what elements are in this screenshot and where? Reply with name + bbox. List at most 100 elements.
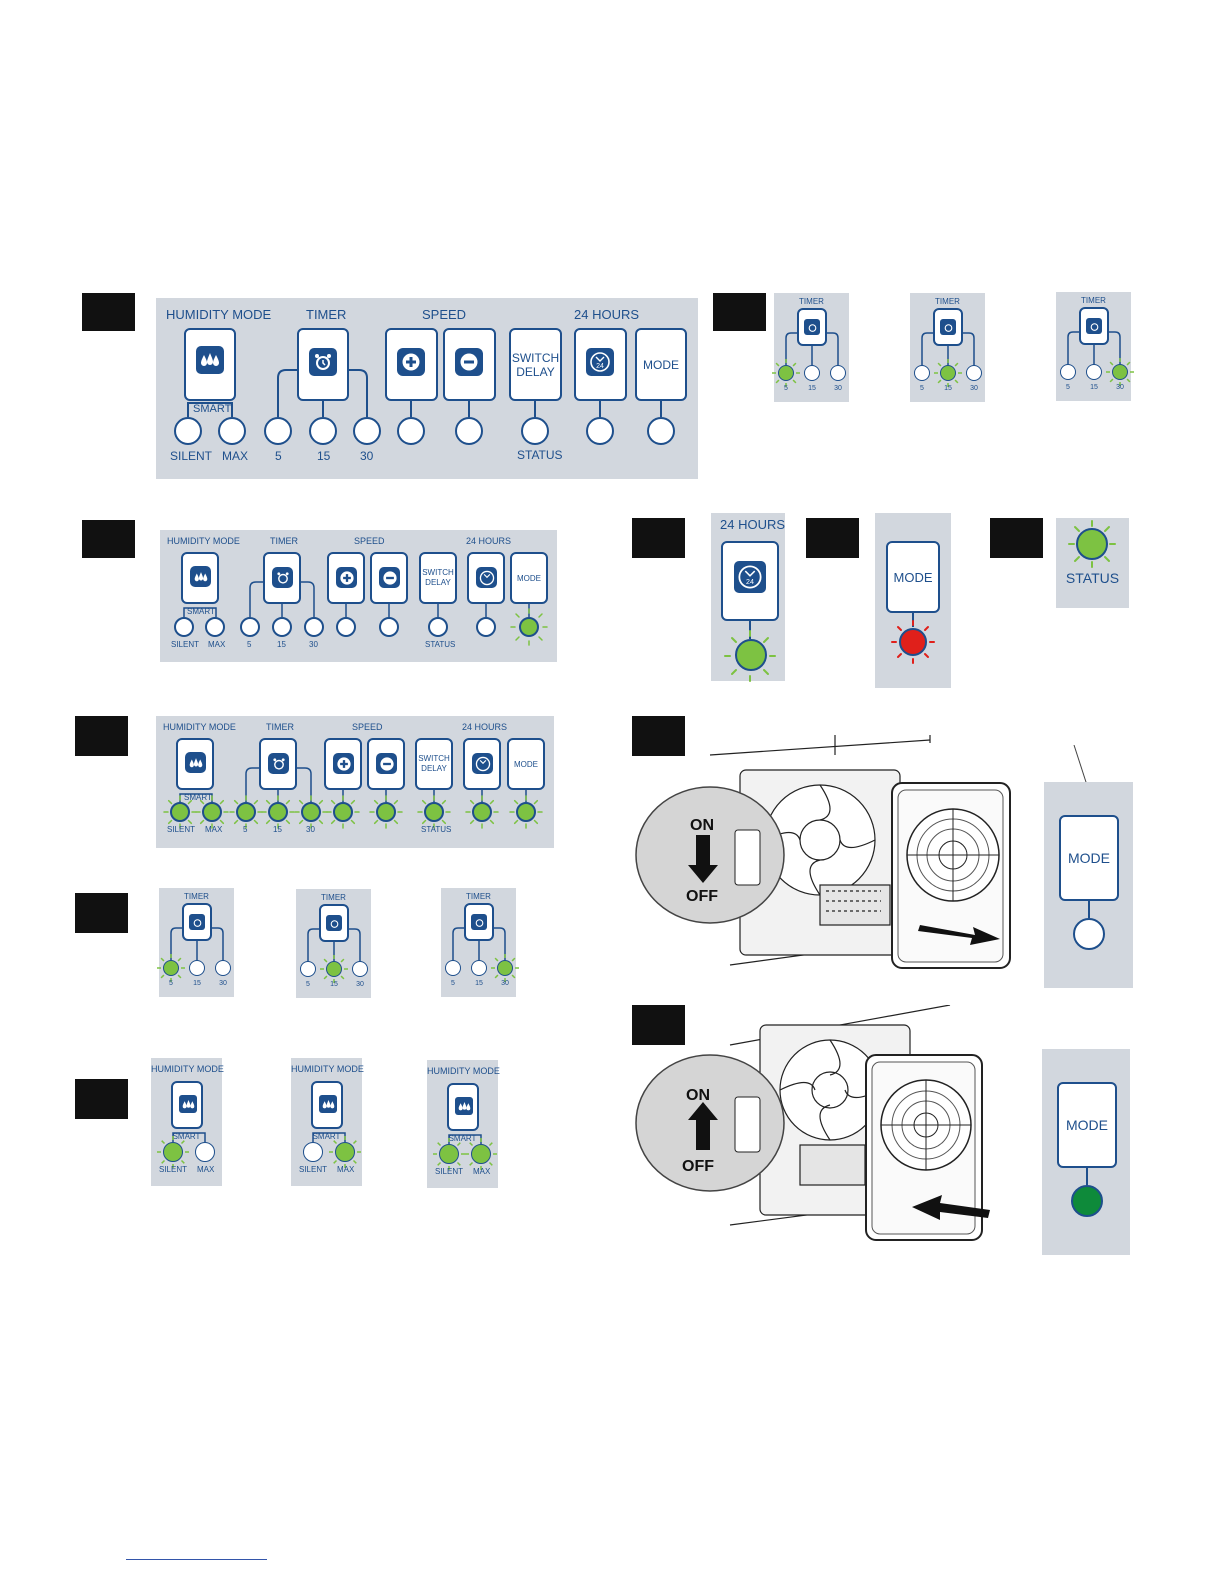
hours24-label: 24 HOURS — [720, 517, 786, 532]
timer-label: TIMER — [935, 297, 960, 306]
timer-button[interactable] — [933, 308, 963, 346]
speed-minus-button[interactable] — [443, 328, 496, 401]
step-marker — [75, 893, 128, 933]
timer-button[interactable] — [464, 903, 494, 941]
timer-5-led — [445, 960, 461, 976]
hours24-label: 24 HOURS — [574, 307, 640, 322]
timer-button[interactable] — [797, 308, 827, 346]
mode-button[interactable]: MODE — [635, 328, 687, 401]
timer-15-led — [272, 617, 292, 637]
mode-button[interactable]: MODE — [1057, 1082, 1117, 1168]
minus-icon — [379, 567, 400, 588]
timer-15-led — [189, 960, 205, 976]
max-led — [205, 617, 225, 637]
humidity-mode-button[interactable] — [171, 1081, 203, 1129]
speed-plus-button[interactable] — [327, 552, 365, 604]
humidity-mode-button[interactable] — [181, 552, 219, 604]
timer-15-led-lit — [326, 961, 342, 977]
clock-24-icon — [472, 753, 493, 774]
mode-button[interactable]: MODE — [1059, 815, 1119, 901]
smart-label: SMART — [448, 1134, 477, 1143]
timer-30-led — [966, 365, 982, 381]
alarm-clock-icon — [309, 348, 337, 376]
speed-minus-button[interactable] — [370, 552, 408, 604]
timer-15-led — [471, 960, 487, 976]
speed-minus-led — [379, 617, 399, 637]
hours24-led-lit — [735, 639, 767, 671]
t5-label: 5 — [169, 980, 173, 987]
on-off-arrow-icon: ON OFF — [686, 817, 718, 905]
water-drops-icon — [455, 1097, 473, 1115]
switch-delay-button[interactable]: SWITCH DELAY — [509, 328, 562, 401]
status-led-lit — [1076, 528, 1108, 560]
mode-led-lit — [516, 802, 536, 822]
max-label: MAX — [205, 825, 223, 834]
t15-label: 15 — [273, 825, 282, 834]
on-off-arrow-icon: ON OFF — [682, 1087, 718, 1175]
plus-icon — [336, 567, 357, 588]
hours24-button[interactable] — [463, 738, 501, 790]
t30-label: 30 — [219, 980, 227, 987]
hours24-button[interactable] — [467, 552, 505, 604]
speed-plus-button[interactable] — [385, 328, 438, 401]
status-led — [428, 617, 448, 637]
step-marker — [75, 716, 128, 756]
mode-label: MODE — [1066, 1117, 1108, 1133]
mode-button[interactable]: MODE — [507, 738, 545, 790]
timer-button[interactable] — [1079, 307, 1109, 345]
delay-label: DELAY — [425, 578, 451, 587]
timer-30-led-lit — [301, 802, 321, 822]
mode-button[interactable]: MODE — [886, 541, 940, 613]
timer-button[interactable] — [297, 328, 349, 401]
mode-label: MODE — [517, 573, 541, 583]
t15-label: 15 — [1090, 384, 1098, 391]
speed-label: SPEED — [422, 307, 467, 322]
t5-label: 5 — [784, 385, 788, 392]
t30-label: 30 — [1116, 384, 1124, 391]
mode-led-lit — [519, 617, 539, 637]
timer-button[interactable] — [259, 738, 297, 790]
hours24-button[interactable]: 24 — [574, 328, 627, 401]
humidity-mode-button[interactable] — [311, 1081, 343, 1129]
silent-label: SILENT — [299, 1165, 328, 1174]
hours24-led-lit — [472, 802, 492, 822]
switch-delay-button[interactable]: SWITCH DELAY — [415, 738, 453, 790]
clock-24-icon: 24 — [734, 561, 766, 593]
hours24-label: 24 HOURS — [466, 536, 512, 546]
timer-30-led — [215, 960, 231, 976]
humidity-mode-button[interactable] — [176, 738, 214, 790]
speed-minus-button[interactable] — [367, 738, 405, 790]
water-drops-icon — [196, 346, 224, 374]
humidity-mode-label: HUMIDITY MODE — [151, 1064, 224, 1074]
speed-minus-led-lit — [376, 802, 396, 822]
speed-plus-button[interactable] — [324, 738, 362, 790]
mode-panel-off: MODE — [1044, 782, 1133, 988]
silent-led-lit — [439, 1144, 459, 1164]
status-led-lit — [424, 802, 444, 822]
hours24-button[interactable]: 24 — [721, 541, 779, 621]
max-led-lit — [335, 1142, 355, 1162]
timer-button[interactable] — [319, 904, 349, 942]
t30-label: 30 — [970, 385, 978, 392]
t5-label: 5 — [306, 981, 310, 988]
timer-button[interactable] — [263, 552, 301, 604]
timer-label: TIMER — [321, 893, 346, 902]
connector — [1088, 901, 1090, 918]
humidity-mode-button[interactable] — [447, 1083, 479, 1131]
silent-label: SILENT — [159, 1165, 188, 1174]
on-label: ON — [686, 1087, 710, 1104]
humidity-mode-button[interactable] — [184, 328, 236, 401]
mode-button[interactable]: MODE — [510, 552, 548, 604]
connector — [1086, 1168, 1088, 1185]
silent-led-lit — [163, 1142, 183, 1162]
switch-delay-button[interactable]: SWITCH DELAY — [419, 552, 457, 604]
hours24-label: 24 HOURS — [462, 722, 508, 732]
timer-button[interactable] — [182, 903, 212, 941]
step-marker — [82, 520, 135, 558]
